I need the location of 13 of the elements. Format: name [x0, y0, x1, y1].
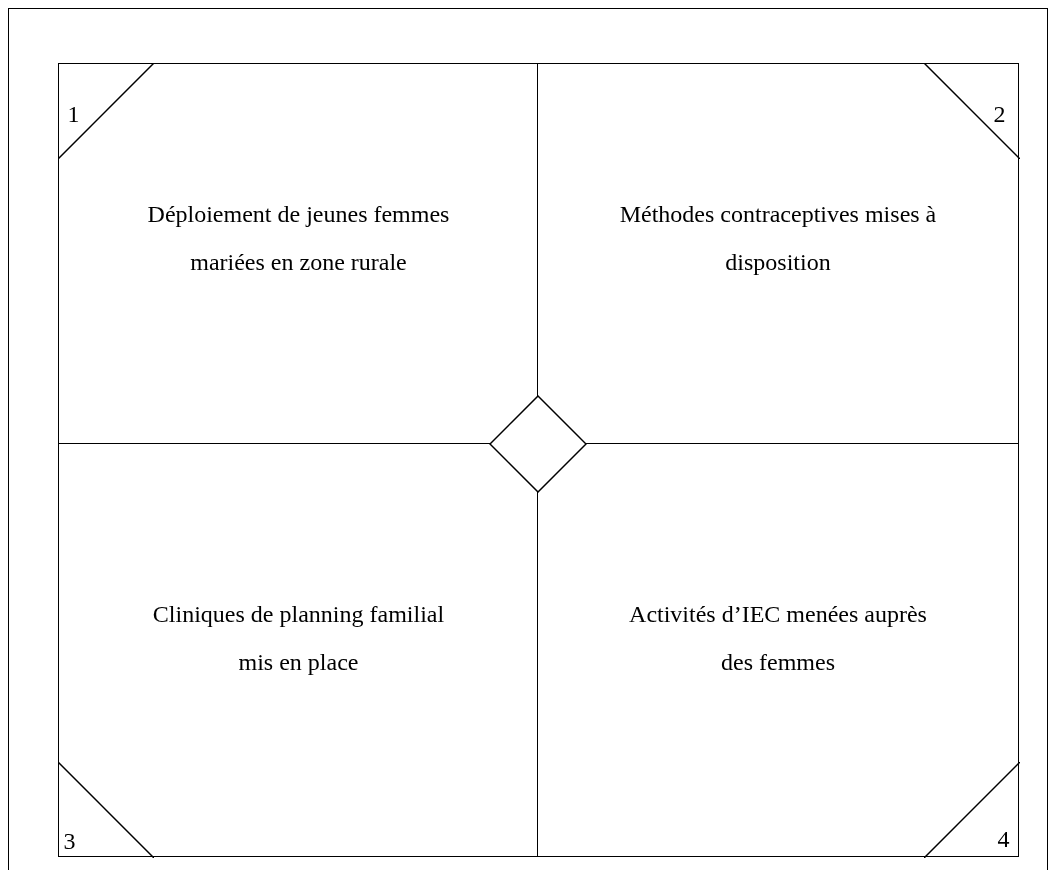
corner-number: 3	[63, 827, 76, 854]
quadrant-box	[58, 63, 539, 445]
quadrant-text: Activités d’IEC menées auprès des femmes	[628, 600, 928, 677]
corner-number: 4	[997, 825, 1010, 852]
center-diamond	[489, 395, 587, 493]
corner-number: 2	[993, 100, 1006, 127]
corner-number: 1	[67, 100, 80, 127]
quadrant-box	[537, 63, 1019, 445]
quadrant-text: Déploiement de jeunes femmes mariées en zone rurale	[146, 200, 451, 277]
quadrant-text: Méthodes contraceptives mises à disposition	[618, 200, 938, 277]
quadrant-text: Cliniques de planning familial mis en place	[151, 600, 446, 677]
quadrant-box	[58, 443, 539, 857]
quadrant-box	[537, 443, 1019, 857]
